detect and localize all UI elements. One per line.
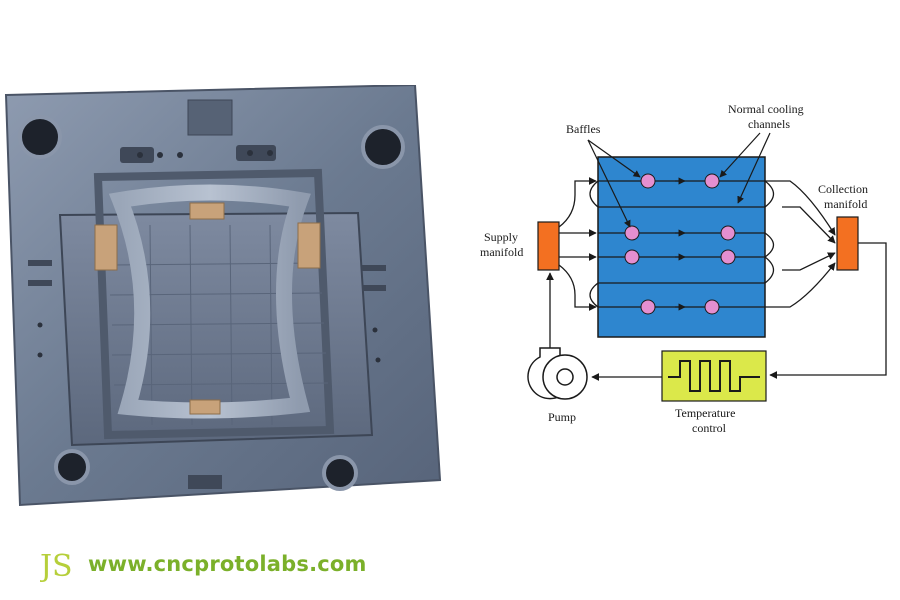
guide-pin-hole — [322, 455, 358, 491]
return-line — [769, 242, 887, 379]
brand-footer: JS www.cncprotolabs.com — [40, 544, 367, 584]
mold-top-guide — [187, 99, 233, 136]
baffles-label: Baffles — [566, 122, 601, 136]
mold-plate-photo — [4, 85, 442, 507]
molded-part-core — [108, 184, 311, 419]
baffle-dot — [704, 173, 720, 189]
brass-insert — [189, 202, 225, 220]
baffle-dot — [720, 225, 736, 241]
supply-manifold — [537, 221, 560, 271]
baffle-dot — [624, 225, 640, 241]
guide-pin-hole — [361, 125, 405, 169]
cooling-channels-label-2: channels — [748, 117, 790, 131]
supply-lines — [558, 177, 597, 311]
collection-manifold-label-2: manifold — [824, 197, 867, 211]
guide-pin-hole — [18, 115, 62, 159]
temperature-control-label-2: control — [692, 421, 727, 435]
pump-icon — [527, 347, 588, 400]
baffle-dot — [704, 299, 720, 315]
svg-text:JS: JS — [40, 549, 73, 584]
collection-lines — [765, 180, 836, 308]
pump-label: Pump — [548, 410, 576, 424]
flow-arrows — [675, 177, 686, 311]
guide-pin-hole — [54, 449, 90, 485]
mold-small-holes — [37, 150, 381, 363]
baffle-dot — [720, 249, 736, 265]
supply-manifold-label-2: manifold — [480, 245, 523, 259]
baffle-dot — [640, 299, 656, 315]
logo-icon: JS — [40, 549, 73, 584]
baffle-dot — [640, 173, 656, 189]
temperature-control-label: Temperature — [675, 406, 735, 420]
temperature-control-unit — [661, 350, 767, 402]
heat-exchanger-icon — [668, 360, 760, 392]
brass-insert — [189, 399, 221, 415]
mold-core-frame — [93, 168, 335, 440]
baffle-dots — [624, 173, 736, 315]
brass-insert — [94, 224, 118, 271]
supply-manifold-label: Supply — [484, 230, 518, 244]
cooling-channels-label: Normal cooling — [728, 102, 804, 116]
collection-manifold-label: Collection — [818, 182, 868, 196]
mold-cooling-block — [597, 156, 766, 338]
brand-url[interactable]: www.cncprotolabs.com — [88, 552, 367, 576]
brass-insert — [297, 222, 321, 269]
baffle-dot — [624, 249, 640, 265]
mold-side-slots — [28, 145, 386, 489]
label-pointers — [587, 132, 771, 228]
cooling-system-diagram: Baffles Normal cooling channels Collecti… — [480, 102, 887, 435]
collection-manifold — [836, 216, 859, 271]
